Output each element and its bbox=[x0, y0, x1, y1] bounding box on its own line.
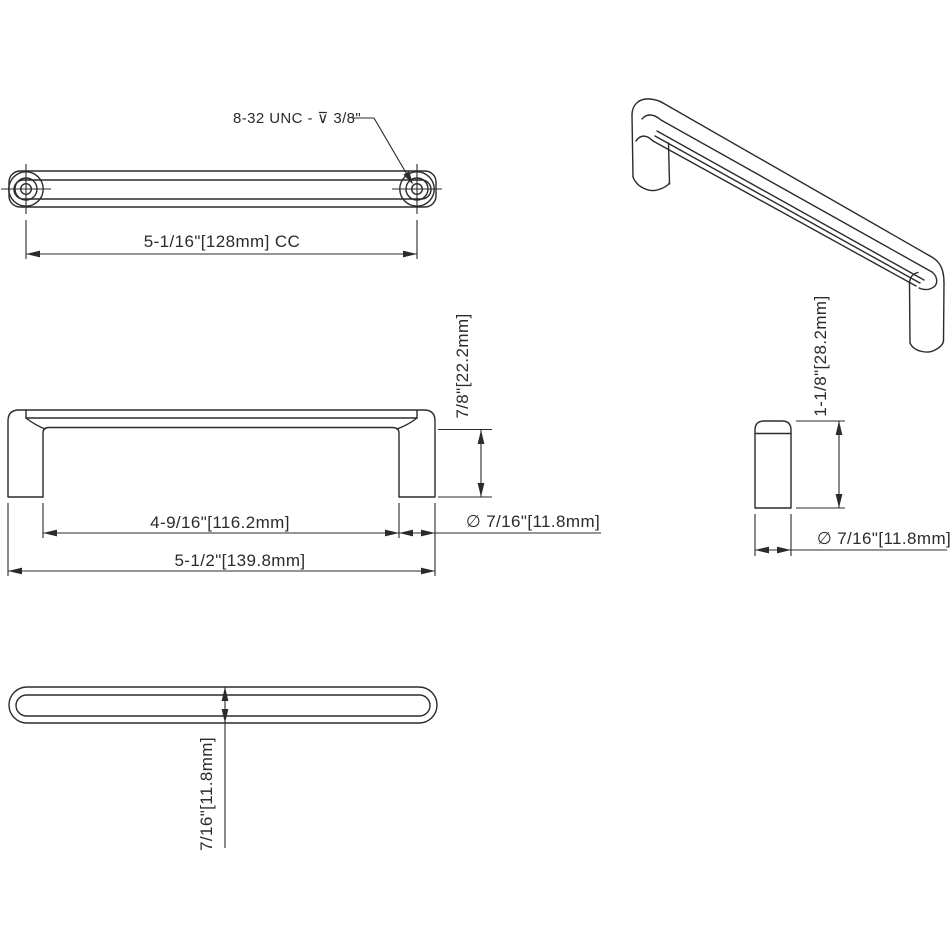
arrowhead-right bbox=[421, 567, 435, 575]
bar-thickness-label: 7/16"[11.8mm] bbox=[197, 737, 216, 851]
arrowhead-right bbox=[385, 529, 399, 537]
front-view: 4-9/16"[116.2mm] ∅ 7/16"[11.8mm] 5-1/2"[… bbox=[7, 313, 601, 576]
arrowhead-top bbox=[477, 430, 485, 444]
handle-outer-outline bbox=[7, 409, 436, 498]
right-post-right-edge bbox=[942, 282, 945, 342]
right-post-bottom-arc bbox=[909, 340, 945, 353]
arrowhead-right bbox=[403, 250, 417, 258]
bar-right-cap-inner-arc bbox=[931, 271, 938, 287]
arrowhead-left bbox=[43, 529, 57, 537]
isometric-view bbox=[631, 98, 945, 353]
arrowhead-right bbox=[777, 546, 791, 554]
centermark bbox=[1, 164, 51, 214]
arrowhead-top bbox=[221, 687, 229, 701]
bar-inner-edge-bottom-view bbox=[15, 694, 431, 717]
overall-height-label: 1-1/8"[28.2mm] bbox=[811, 295, 830, 416]
bar-inner-edge-top-view bbox=[13, 179, 432, 200]
thread-callout-label: 8-32 UNC - ⊽ 3/8" bbox=[233, 110, 361, 127]
cc-dimension: 5-1/16"[128mm] CC bbox=[25, 220, 418, 259]
arrowhead-left bbox=[8, 567, 22, 575]
post-outline bbox=[754, 420, 792, 509]
post-diameter-label: ∅ 7/16"[11.8mm] bbox=[817, 529, 950, 548]
arrowhead-left bbox=[755, 546, 769, 554]
arrowhead-left bbox=[399, 529, 413, 537]
bar-lower-chamfer-edge-1 bbox=[656, 130, 925, 281]
bar-left-cap-outer-arc bbox=[631, 98, 664, 116]
left-post-bottom-arc bbox=[632, 176, 671, 192]
extension-lines-bottom bbox=[7, 503, 436, 576]
post-diameter-label: ∅ 7/16"[11.8mm] bbox=[466, 512, 600, 531]
overall-length-dimension: 5-1/2"[139.8mm] bbox=[8, 551, 435, 575]
leader-arrowhead bbox=[403, 171, 413, 185]
arrowhead-bottom bbox=[477, 483, 485, 497]
right-post-top-arc bbox=[908, 271, 919, 284]
bar-upper-chamfer-edge bbox=[660, 119, 933, 273]
thread-callout: 8-32 UNC - ⊽ 3/8" bbox=[233, 110, 413, 185]
bar-outline-bottom-view bbox=[8, 686, 438, 724]
bar-bottom-silhouette bbox=[652, 140, 917, 287]
inner-span-dimension: 4-9/16"[116.2mm] bbox=[43, 513, 601, 537]
bar-right-cap-lower-arc bbox=[918, 285, 936, 291]
leader-line bbox=[352, 117, 413, 184]
bar-thickness-dimension: 7/16"[11.8mm] bbox=[197, 687, 229, 851]
arrowhead-bottom bbox=[221, 709, 229, 723]
bar-lower-chamfer-edge-2 bbox=[654, 135, 921, 284]
legs-inner-and-bar-bottom bbox=[42, 426, 400, 498]
arrowhead-bottom bbox=[835, 494, 843, 508]
centermark bbox=[392, 164, 442, 214]
corner-silhouette-ticks bbox=[25, 409, 418, 419]
bar-left-cap-inner-arc bbox=[641, 114, 662, 121]
left-post-left-edge bbox=[631, 114, 634, 178]
bar-left-cap-lower-arc bbox=[635, 135, 654, 142]
post-diameter-dimension-side: ∅ 7/16"[11.8mm] bbox=[754, 514, 950, 556]
overall-height-dimension: 1-1/8"[28.2mm] bbox=[796, 295, 845, 509]
post-diameter-dimension-front: ∅ 7/16"[11.8mm] bbox=[399, 512, 600, 537]
extension-lines bbox=[754, 514, 792, 556]
extension-lines bbox=[796, 420, 845, 509]
arrowhead-top bbox=[835, 421, 843, 435]
projection-dimension: 7/8"[22.2mm] bbox=[438, 313, 492, 498]
top-view: 8-32 UNC - ⊽ 3/8" 5-1/16"[128mm] CC bbox=[1, 110, 442, 259]
arrowhead-right bbox=[421, 529, 435, 537]
corner-chamfer-curves bbox=[25, 417, 418, 430]
mounting-hole-right bbox=[392, 164, 442, 214]
right-post-left-edge bbox=[908, 282, 911, 344]
extension-lines bbox=[25, 220, 418, 259]
cc-dimension-label: 5-1/16"[128mm] CC bbox=[144, 232, 300, 251]
bar-outline-top-view bbox=[8, 170, 437, 208]
extension-lines bbox=[438, 428, 492, 498]
bar-right-cap-outer-arc bbox=[929, 255, 945, 284]
side-view: 1-1/8"[28.2mm] ∅ 7/16"[11.8mm] bbox=[754, 295, 950, 556]
bar-top-silhouette bbox=[662, 102, 931, 257]
overall-length-label: 5-1/2"[139.8mm] bbox=[174, 551, 305, 570]
mounting-hole-left bbox=[1, 164, 51, 214]
arrowhead-left bbox=[26, 250, 40, 258]
inner-span-label: 4-9/16"[116.2mm] bbox=[150, 513, 290, 532]
bottom-view: 7/16"[11.8mm] bbox=[8, 686, 438, 851]
projection-label: 7/8"[22.2mm] bbox=[453, 313, 472, 418]
